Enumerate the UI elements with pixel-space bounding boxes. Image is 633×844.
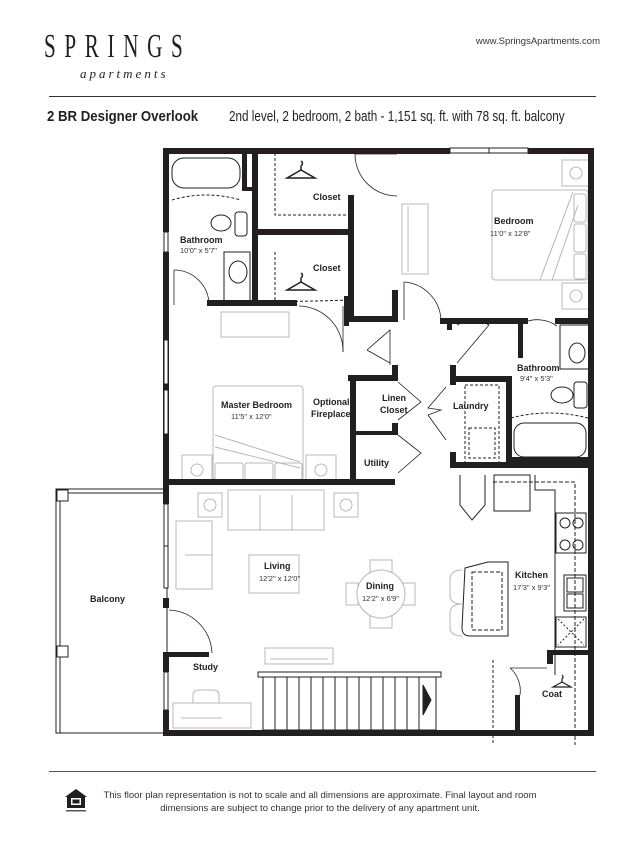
- bathroom1-label: Bathroom: [180, 235, 223, 245]
- closet2-label: Closet: [313, 263, 341, 273]
- bathroom2-label: Bathroom: [517, 363, 560, 373]
- balcony-label: Balcony: [90, 594, 125, 604]
- disclaimer-text: This floor plan representation is not to…: [103, 790, 537, 814]
- bathroom2-dims: 9'4" x 5'3": [520, 374, 553, 383]
- header-divider: [49, 96, 596, 97]
- room-labels: Bathroom 10'0" x 5'7" Closet Closet Bedr…: [90, 192, 562, 699]
- equal-housing-opportunity-icon: [65, 789, 87, 812]
- bathroom1-dims: 10'0" x 5'7": [180, 246, 217, 255]
- stairs: [257, 671, 442, 731]
- footer-divider: [49, 771, 596, 772]
- study-label: Study: [193, 662, 218, 672]
- plan-title: 2 BR Designer Overlook: [47, 108, 199, 125]
- living-dims: 12'2" x 12'0": [259, 574, 300, 583]
- kitchen-label: Kitchen: [515, 570, 548, 580]
- walls: [163, 148, 594, 736]
- hanger-icon: [284, 160, 318, 179]
- living-label: Living: [264, 561, 291, 571]
- doors: [168, 153, 558, 696]
- master-bedroom-dims: 11'5" x 12'0": [231, 412, 272, 421]
- dining-dims: 12'2" x 6'9": [362, 594, 399, 603]
- plan-description: 2nd level, 2 bedroom, 2 bath - 1,151 sq.…: [229, 108, 565, 125]
- brand-sub: apartments: [80, 66, 169, 81]
- fireplace-label-2: Fireplace: [311, 409, 351, 419]
- windows: [163, 147, 529, 711]
- brand-name: SPRINGS: [44, 28, 192, 65]
- furniture: [171, 153, 591, 745]
- utility-label: Utility: [364, 458, 389, 468]
- master-bedroom-label: Master Bedroom: [221, 400, 292, 410]
- bedroom-dims: 11'0" x 12'8": [490, 229, 531, 238]
- bedroom-label: Bedroom: [494, 216, 534, 226]
- linen-closet-label-1: Linen: [382, 393, 406, 403]
- dining-label: Dining: [366, 581, 394, 591]
- linen-closet-label-2: Closet: [380, 405, 408, 415]
- closet1-label: Closet: [313, 192, 341, 202]
- balcony-area: [55, 488, 168, 734]
- hanger-icon: [550, 674, 574, 688]
- coat-label: Coat: [542, 689, 562, 699]
- laundry-label: Laundry: [453, 401, 489, 411]
- hanger-icon: [284, 272, 318, 291]
- website-link[interactable]: www.SpringsApartments.com: [475, 36, 600, 47]
- springs-logo: SPRINGS apartments: [44, 28, 282, 82]
- fireplace-label-1: Optional: [313, 397, 350, 407]
- kitchen-dims: 17'3" x 9'3": [513, 583, 550, 592]
